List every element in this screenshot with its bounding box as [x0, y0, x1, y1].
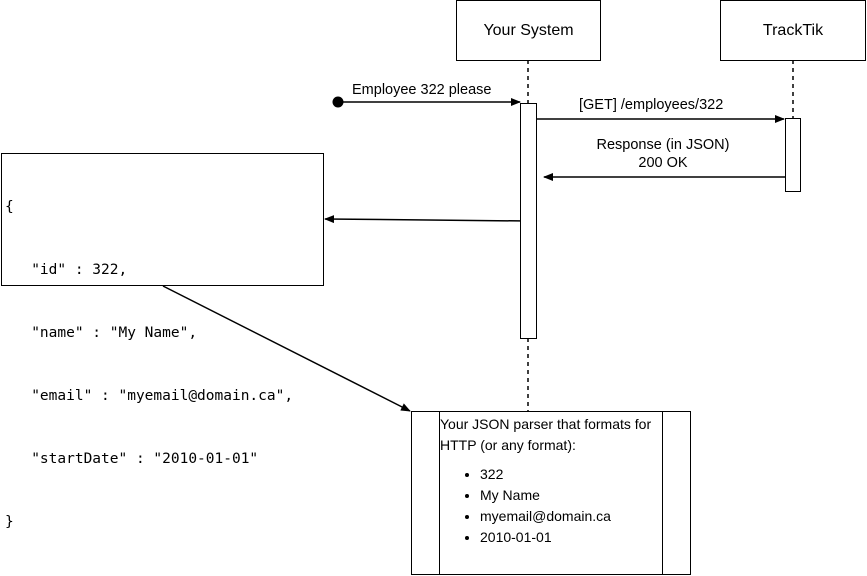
json-line-startdate: "startDate" : "2010-01-01"	[5, 451, 259, 467]
json-response-note[interactable]: { "id" : 322, "name" : "My Name", "email…	[1, 153, 324, 530]
parser-title: Your JSON parser that formats for HTTP (…	[440, 416, 652, 453]
parser-item-id: 322	[480, 464, 662, 485]
json-line-name: "name" : "My Name",	[5, 325, 198, 341]
json-line-email: "email" : "myemail@domain.ca",	[5, 388, 294, 404]
json-parser-box[interactable]: Your JSON parser that formats for HTTP (…	[411, 411, 691, 575]
json-close-brace: }	[5, 514, 14, 530]
json-line-id: "id" : 322,	[5, 262, 128, 278]
system-activation-bar	[520, 103, 537, 339]
parser-box-left-divider	[439, 412, 440, 574]
parser-box-right-divider	[662, 412, 663, 574]
parser-arrow	[162, 285, 411, 412]
participant-tracktik[interactable]: TrackTik	[720, 0, 866, 61]
response-label: Response (in JSON) 200 OK	[588, 136, 738, 172]
get-call-label: [GET] /employees/322	[579, 97, 724, 113]
parser-item-name: My Name	[480, 485, 662, 506]
tracktik-activation-bar	[785, 118, 801, 192]
participant-your-system-label: Your System	[483, 21, 574, 39]
parser-content: Your JSON parser that formats for HTTP (…	[440, 412, 662, 548]
response-label-line2: 200 OK	[638, 155, 688, 171]
parser-item-email: myemail@domain.ca	[480, 506, 662, 527]
parser-item-startdate: 2010-01-01	[480, 527, 662, 548]
json-note-arrow	[324, 215, 529, 224]
participant-your-system[interactable]: Your System	[456, 0, 601, 61]
request-in-label: Employee 322 please	[352, 82, 492, 98]
json-open-brace: {	[5, 199, 14, 215]
response-label-line1: Response (in JSON)	[596, 137, 730, 153]
participant-tracktik-label: TrackTik	[762, 21, 824, 39]
parser-field-list: 322 My Name myemail@domain.ca 2010-01-01	[440, 464, 662, 548]
